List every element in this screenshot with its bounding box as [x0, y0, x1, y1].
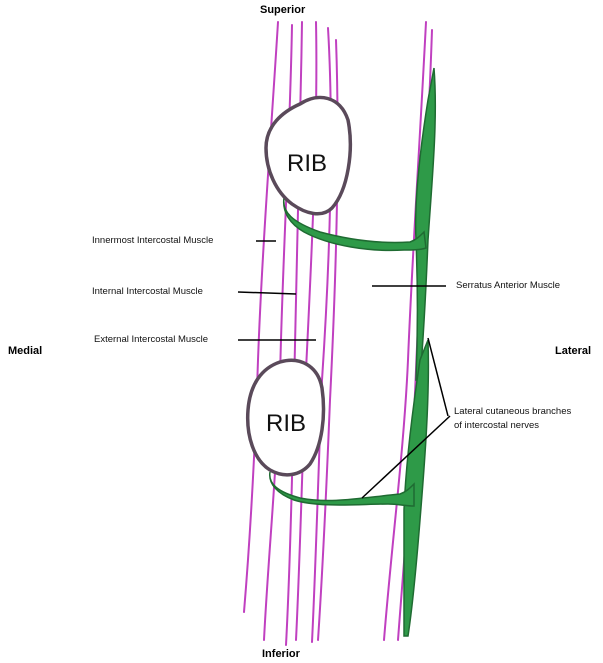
serratus-anterior-label: Serratus Anterior Muscle [456, 280, 560, 291]
lateral-label: Lateral [555, 345, 591, 357]
external-intercostal-label: External Intercostal Muscle [94, 334, 208, 345]
nerve-trunk-upper [416, 68, 436, 380]
upper-rib: RIB [266, 97, 350, 213]
inferior-label: Inferior [262, 648, 300, 660]
muscle-fiber [244, 22, 278, 612]
internal-intercostal-label: Internal Intercostal Muscle [92, 286, 203, 297]
superior-label: Superior [260, 4, 305, 16]
lateral-branch-leader-upper [428, 338, 448, 416]
medial-label: Medial [8, 345, 42, 357]
rib-label: RIB [266, 410, 306, 437]
lateral-branches-label-line1: Lateral cutaneous branches [454, 406, 571, 417]
innermost-intercostal-label: Innermost Intercostal Muscle [92, 235, 213, 246]
lower-rib: RIB [248, 360, 324, 475]
lateral-branches-label-line2: of intercostal nerves [454, 420, 539, 431]
rib-label: RIB [287, 150, 327, 177]
internal-leader [238, 292, 296, 294]
